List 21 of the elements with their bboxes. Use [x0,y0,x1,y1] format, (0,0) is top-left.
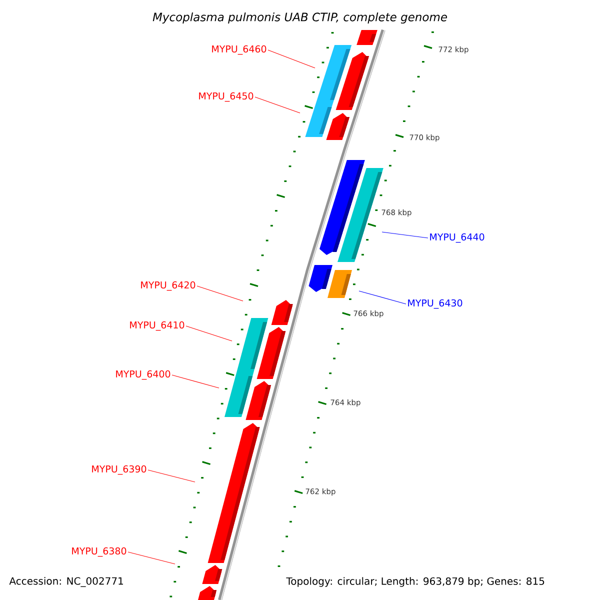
leader-line [148,470,196,482]
title: Mycoplasma pulmonis UAB CTIP, complete genome [152,12,447,24]
gene-label: MYPU_6400 [116,370,170,380]
gene-label: MYPU_6410 [130,321,184,331]
leader-line [196,286,244,302]
leader-line [268,50,316,68]
gene-label: MYPU_6430 [408,299,462,309]
leader-line [382,232,428,238]
gene-label: MYPU_6420 [141,281,196,291]
leader-line [128,552,176,564]
gene-label: MYPU_6380 [72,547,126,557]
leader-line [358,290,406,304]
genome-info: Topology: circular; Length: 963,879 bp; Genes: 815 [286,577,544,587]
gene-label: MYPU_6450 [199,92,254,102]
gene-label: MYPU_6390 [92,465,146,475]
accession-label: Accession: NC_002771 [9,577,123,587]
leader-line [172,374,220,388]
gene-label: MYPU_6440 [430,233,484,243]
leader-line [186,326,232,342]
leader-line [254,96,300,114]
gene-label: MYPU_6460 [212,45,266,55]
